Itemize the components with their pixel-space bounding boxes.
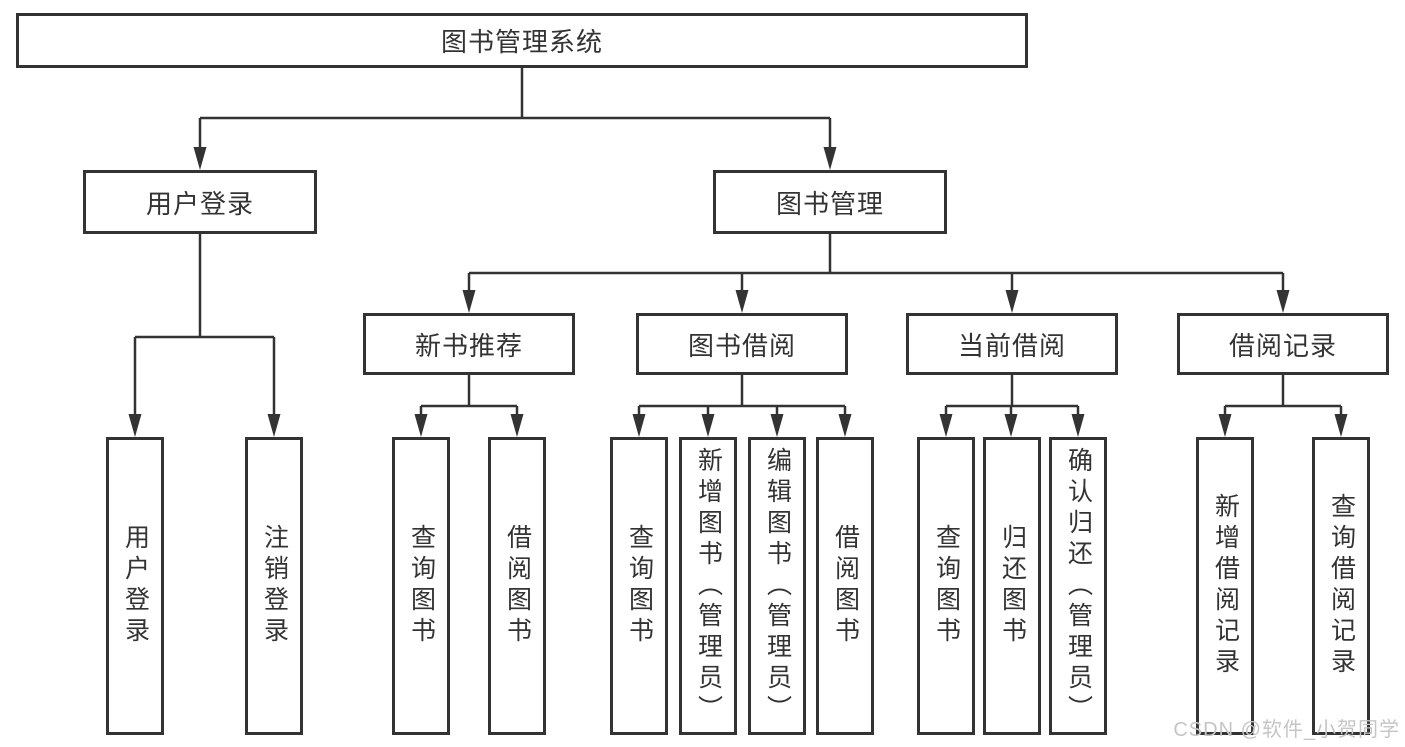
leaf-query-books-borrow: 查询图书 xyxy=(610,437,668,735)
node-label: 新增借阅记录 xyxy=(1211,493,1240,679)
arrowhead xyxy=(1334,414,1348,437)
node-label: 图书管理系统 xyxy=(440,27,603,57)
edges-new-book-recommend-children xyxy=(414,375,524,437)
csdn-watermark: CSDN @软件_小贺同学 xyxy=(1173,719,1400,741)
leaf-edit-book-admin: 编辑图书（管理员） xyxy=(748,437,806,735)
node-label: 查询图书 xyxy=(407,524,436,648)
node-library-management-system: 图书管理系统 xyxy=(16,13,1028,68)
arrowhead xyxy=(510,414,524,437)
leaf-logout: 注销登录 xyxy=(245,437,303,735)
node-label: 图书管理 xyxy=(775,188,884,219)
node-label: 图书借阅 xyxy=(687,330,796,361)
arrowhead xyxy=(823,147,837,170)
node-label: 查询图书 xyxy=(932,524,961,648)
node-label: 当前借阅 xyxy=(957,330,1066,361)
leaf-borrow-books: 借阅图书 xyxy=(816,437,874,735)
arrowhead xyxy=(267,414,281,437)
arrowhead xyxy=(128,414,142,437)
leaf-confirm-return-admin: 确认归还（管理员） xyxy=(1049,437,1107,735)
node-label: 新增图书（管理员） xyxy=(694,446,723,726)
leaf-add-borrow-record: 新增借阅记录 xyxy=(1196,437,1254,735)
node-book-borrow: 图书借阅 xyxy=(636,313,848,375)
node-label: 用户登录 xyxy=(121,524,150,648)
node-label: 编辑图书（管理员） xyxy=(763,446,792,726)
arrowhead xyxy=(1071,414,1085,437)
arrowhead xyxy=(193,147,207,170)
arrowhead xyxy=(414,414,428,437)
arrowhead xyxy=(939,414,953,437)
node-label: 借阅图书 xyxy=(831,524,860,648)
arrowhead xyxy=(632,414,646,437)
leaf-return-book: 归还图书 xyxy=(983,437,1041,735)
edges-user-login-children xyxy=(128,234,281,437)
node-label: 归还图书 xyxy=(998,524,1027,648)
node-user-login: 用户登录 xyxy=(83,170,317,234)
arrowhead xyxy=(770,414,784,437)
node-current-borrow: 当前借阅 xyxy=(906,313,1118,375)
node-label: 用户登录 xyxy=(145,188,254,219)
arrowhead xyxy=(701,414,715,437)
node-label: 借阅记录 xyxy=(1228,330,1337,361)
arrowhead xyxy=(1276,290,1290,313)
node-label: 新书推荐 xyxy=(414,330,523,361)
node-label: 查询借阅记录 xyxy=(1327,493,1356,679)
edges-book-borrow-children xyxy=(632,375,852,437)
edges-borrow-records-children xyxy=(1218,375,1348,437)
arrowhead xyxy=(735,290,749,313)
edges-root-to-level2 xyxy=(193,68,837,170)
node-new-book-recommend: 新书推荐 xyxy=(363,313,575,375)
leaf-borrow-books-recommend: 借阅图书 xyxy=(488,437,546,735)
node-label: 借阅图书 xyxy=(503,524,532,648)
arrowhead xyxy=(1005,290,1019,313)
node-label: 确认归还（管理员） xyxy=(1064,446,1093,726)
leaf-user-login: 用户登录 xyxy=(106,437,164,735)
node-borrow-records: 借阅记录 xyxy=(1177,313,1389,375)
node-book-management: 图书管理 xyxy=(713,170,947,234)
node-label: 注销登录 xyxy=(260,524,289,648)
leaf-query-books-recommend: 查询图书 xyxy=(392,437,450,735)
leaf-query-borrow-record: 查询借阅记录 xyxy=(1312,437,1370,735)
arrowhead xyxy=(1004,414,1018,437)
leaf-query-books-current: 查询图书 xyxy=(917,437,975,735)
arrowhead xyxy=(838,414,852,437)
node-label: 查询图书 xyxy=(625,524,654,648)
arrowhead xyxy=(1218,414,1232,437)
edges-current-borrow-children xyxy=(939,375,1085,437)
leaf-add-book-admin: 新增图书（管理员） xyxy=(679,437,737,735)
edges-book-management-to-level3 xyxy=(462,234,1290,313)
arrowhead xyxy=(462,290,476,313)
